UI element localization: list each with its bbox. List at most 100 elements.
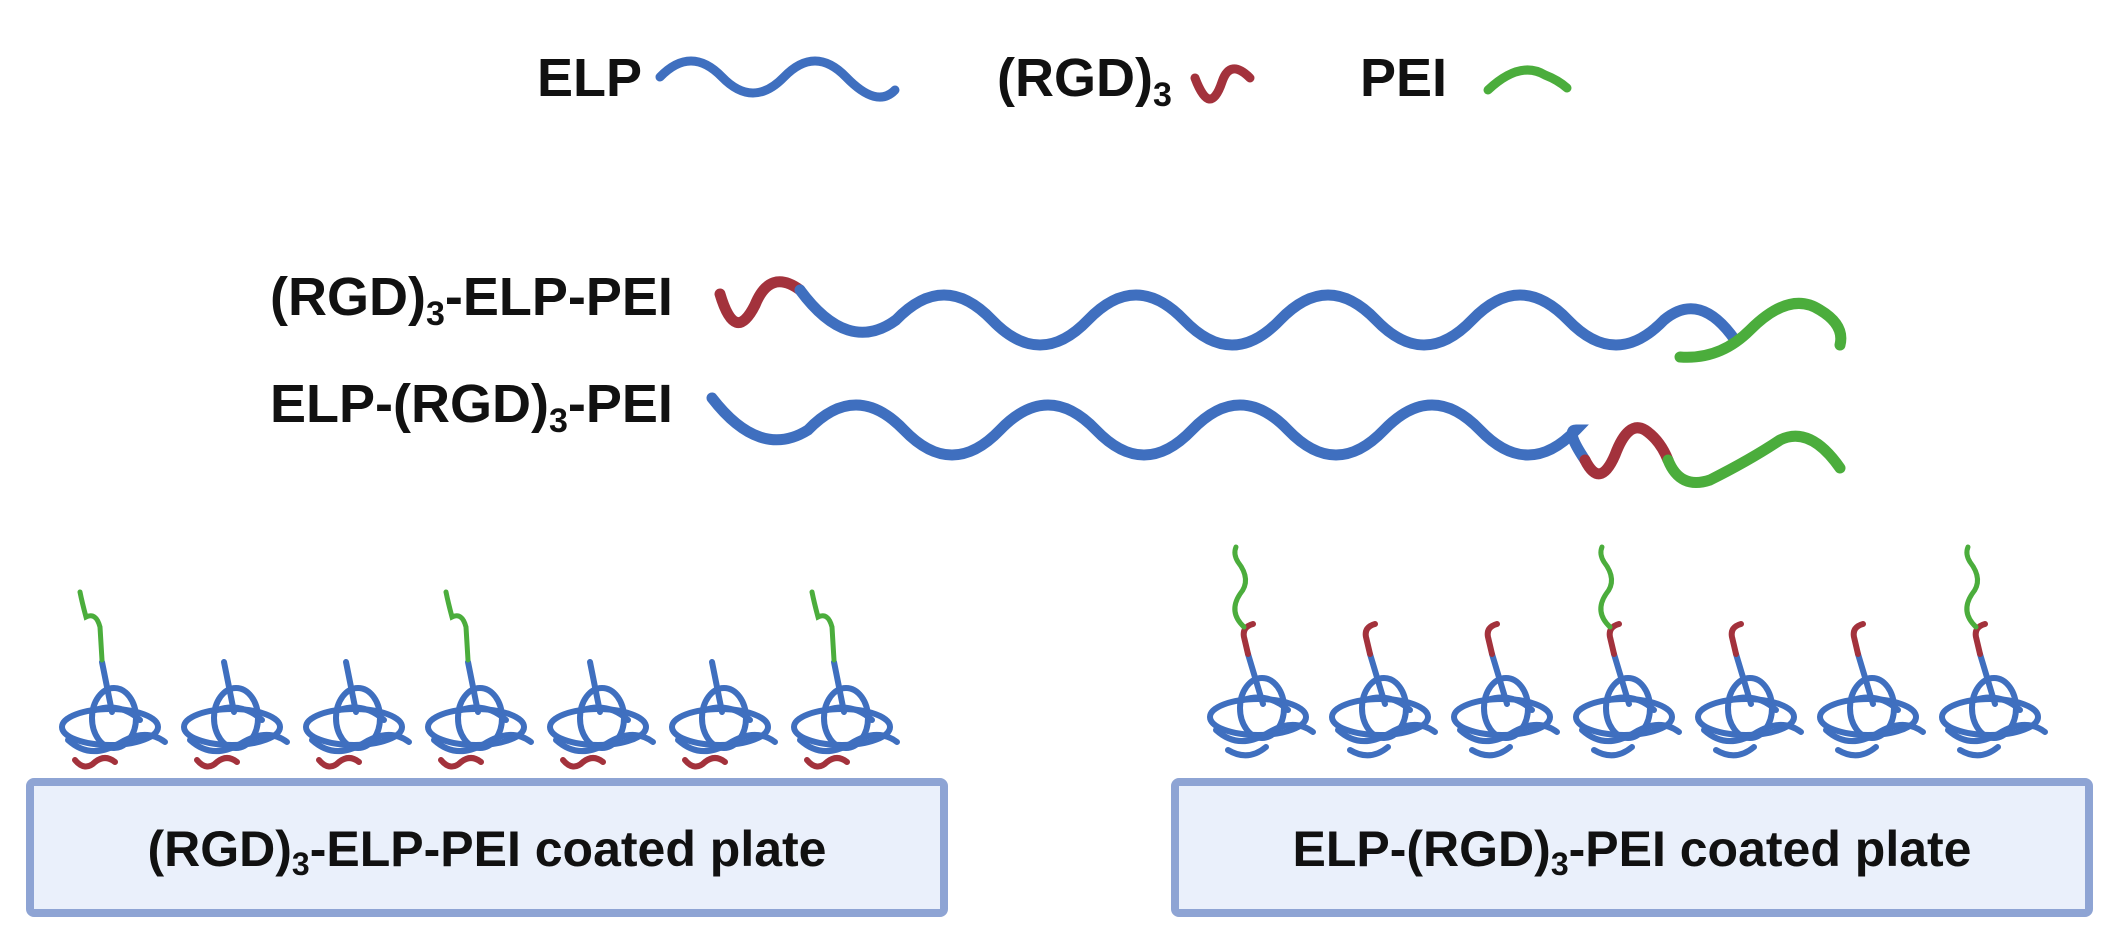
elp-stalk (343, 659, 359, 715)
elp-coil-loop (303, 706, 405, 748)
elp-coil-loop (547, 706, 649, 748)
surface-molecule (303, 659, 412, 770)
elp-tail (1347, 744, 1391, 759)
elp-coil-strand (1972, 694, 2023, 713)
pei-tail (1598, 544, 1614, 630)
elp-coil-strand (458, 704, 509, 723)
plate-2-box (1171, 778, 2093, 917)
elp-stalk (1977, 651, 1998, 707)
pei-tail (809, 589, 837, 663)
construct-rgd-elp-pei: (RGD)3-ELP-PEI (270, 267, 1847, 363)
elp-stalk (587, 659, 603, 715)
elp-stalk (709, 659, 725, 715)
elp-coil-strand (1240, 694, 1291, 713)
elp-coil-loop (1817, 696, 1919, 738)
elp-stalk (1489, 651, 1510, 707)
elp-coil-strand (1823, 722, 1926, 744)
elp-coil-strand (702, 704, 753, 723)
construct-2-rgd-segment (1579, 422, 1674, 480)
rgd-anchor (560, 755, 606, 770)
elp-stalk (1245, 651, 1266, 707)
rgd-segment (1850, 621, 1866, 657)
elp-coil-loop (1695, 696, 1797, 738)
pei-tail (443, 589, 471, 663)
elp-coil-loop (1207, 696, 1309, 738)
elp-coil-strand (1701, 722, 1804, 744)
elp-coil-strand (553, 732, 656, 754)
elp-tail (1469, 744, 1513, 759)
elp-coil-strand (1362, 694, 1413, 713)
construct-2-elp-segment (706, 392, 1591, 466)
surface-molecule (1207, 544, 1316, 759)
rgd-anchor (438, 755, 484, 770)
surface-molecule (1451, 621, 1560, 759)
elp-coil-loop (425, 706, 527, 748)
elp-coil-strand (92, 704, 143, 723)
surface-molecule (425, 589, 534, 770)
plate-group-2 (1207, 544, 2048, 759)
legend-elp-strand (655, 56, 900, 102)
pei-tail (77, 589, 105, 663)
elp-coil-loop (59, 706, 161, 748)
elp-coil-loop (181, 706, 283, 748)
surface-molecule (181, 659, 290, 770)
rgd-anchor (72, 755, 118, 770)
legend: ELP (RGD)3 PEI (537, 48, 1572, 114)
rgd-segment (1728, 621, 1744, 657)
surface-molecule (547, 659, 656, 770)
elp-stalk (99, 659, 115, 715)
plate-1-box (26, 778, 948, 917)
rgd-segment (1240, 621, 1256, 657)
elp-coil-loop (669, 706, 771, 748)
surface-molecule (59, 589, 168, 770)
legend-pei-label: PEI (1360, 48, 1447, 108)
elp-coil-loop (1451, 696, 1553, 738)
plate-1-label: (RGD)3-ELP-PEI coated plate (148, 821, 827, 882)
elp-coil-strand (1213, 722, 1316, 744)
elp-coil-strand (187, 732, 290, 754)
construct-2-label: ELP-(RGD)3-PEI (270, 374, 673, 440)
elp-coil-strand (214, 704, 265, 723)
pei-tail (1964, 544, 1980, 630)
surface-molecule (1329, 621, 1438, 759)
elp-coil-strand (1457, 722, 1560, 744)
surface-molecule (669, 659, 778, 770)
rgd-anchor (682, 755, 728, 770)
rgd-segment (1484, 621, 1500, 657)
elp-tail (1713, 744, 1757, 759)
rgd-segment (1362, 621, 1378, 657)
elp-tail (1835, 744, 1879, 759)
rgd-segment (1606, 621, 1622, 657)
elp-coil-strand (824, 704, 875, 723)
surface-molecule (1573, 544, 1682, 759)
elp-coil-strand (1484, 694, 1535, 713)
construct-1-pei-segment (1674, 297, 1847, 363)
elp-coil-strand (1606, 694, 1657, 713)
construct-2-pei-segment (1662, 430, 1846, 488)
elp-coil-strand (675, 732, 778, 754)
rgd-anchor (316, 755, 362, 770)
construct-1-label: (RGD)3-ELP-PEI (270, 267, 673, 333)
elp-tail (1957, 744, 2001, 759)
elp-coil-strand (1728, 694, 1779, 713)
plate-1: (RGD)3-ELP-PEI coated plate (26, 778, 948, 917)
elp-coil-strand (1945, 722, 2048, 744)
legend-rgd-strand (1190, 64, 1255, 104)
elp-coil-loop (791, 706, 893, 748)
elp-coil-strand (336, 704, 387, 723)
legend-elp-label: ELP (537, 48, 642, 108)
elp-stalk (1367, 651, 1388, 707)
surface-molecule (791, 589, 900, 770)
pei-tail (1232, 544, 1248, 630)
elp-stalk (1855, 651, 1876, 707)
legend-pei-strand (1483, 65, 1572, 95)
elp-stalk (1733, 651, 1754, 707)
construct-1-rgd-segment (714, 276, 806, 328)
plate-2: ELP-(RGD)3-PEI coated plate (1171, 778, 2093, 917)
elp-coil-strand (1579, 722, 1682, 744)
elp-tail (1225, 744, 1269, 759)
elp-coil-strand (309, 732, 412, 754)
elp-stalk (221, 659, 237, 715)
elp-stalk (1611, 651, 1632, 707)
